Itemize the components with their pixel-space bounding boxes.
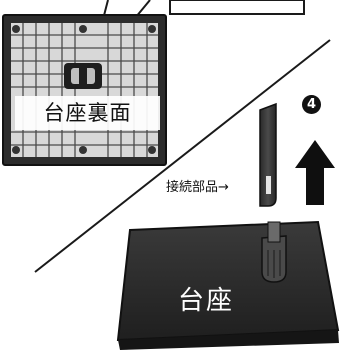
up-arrow-icon [295, 140, 335, 205]
stand-base [116, 220, 340, 350]
connector-part-label: 接続部品→ [166, 180, 229, 195]
base-bottom-grid [11, 23, 158, 157]
base-post-icon [261, 221, 287, 283]
base-bottom-label: 台座裏面 [15, 96, 160, 130]
connector-slot-icon [64, 63, 102, 89]
connector-part [259, 102, 277, 207]
screw-hole-icon [12, 25, 156, 154]
divider-line [34, 39, 331, 273]
base-bottom-view [2, 14, 167, 166]
base-label: 台座 [178, 286, 235, 316]
step-4-badge: 4 [302, 95, 321, 114]
